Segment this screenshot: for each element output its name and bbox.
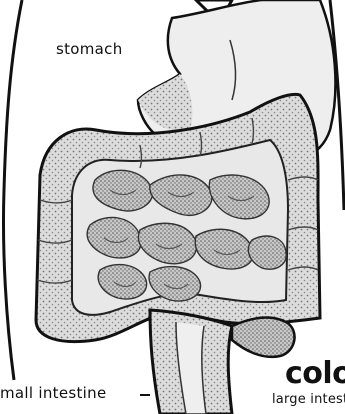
sigmoid-colon [232,318,295,357]
label-large-intestine: large intestine [272,392,345,407]
label-colon: colon [285,356,345,391]
label-stomach: stomach [56,40,123,58]
body-outline-left [3,0,22,380]
label-small-intestine: mall intestine [0,384,107,402]
